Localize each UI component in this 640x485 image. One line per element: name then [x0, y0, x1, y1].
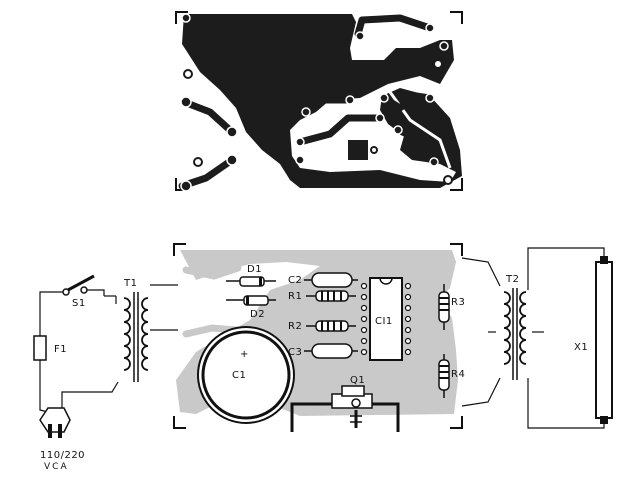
lamp-x1: X1	[574, 256, 613, 424]
label-d1: D1	[247, 264, 262, 275]
transformer-t2: T2	[503, 274, 527, 380]
label-t1: T1	[123, 278, 137, 289]
label-s1: S1	[72, 298, 86, 309]
label-r3: R3	[451, 297, 465, 308]
diode-d2: D2	[226, 295, 276, 320]
fuse-f1: F1	[33, 335, 67, 361]
label-f1: F1	[54, 344, 67, 355]
pcb-component-side: + C1 D1 D2 C2 C3	[150, 243, 465, 432]
resistor-r2: R2	[288, 320, 356, 332]
plug-voltage: 110/220	[40, 450, 85, 461]
transformer-t1: T1	[123, 278, 149, 382]
capacitor-c3: C3	[288, 343, 358, 359]
resistor-r1: R1	[288, 290, 356, 302]
label-c1: C1	[232, 370, 246, 381]
svg-text:+: +	[240, 349, 249, 360]
diode-d1: D1	[226, 264, 276, 287]
capacitor-c2: C2	[288, 272, 358, 288]
label-x1: X1	[574, 342, 588, 353]
copper-pads	[180, 13, 453, 192]
transistor-q1: Q1	[290, 375, 400, 432]
label-q1: Q1	[350, 375, 365, 386]
label-r2: R2	[288, 321, 302, 332]
board-corner-marks	[173, 243, 463, 429]
label-c3: C3	[288, 347, 302, 358]
ic-ci1: CI1	[360, 277, 412, 361]
label-r4: R4	[451, 369, 465, 380]
capacitor-c1: + C1	[197, 326, 295, 424]
switch-s1[interactable]: S1	[62, 274, 95, 309]
label-ci1: CI1	[375, 316, 393, 327]
label-d2: D2	[250, 309, 265, 320]
mains-plug: 110/220 VCA	[39, 407, 85, 472]
label-r1: R1	[288, 291, 302, 302]
label-c2: C2	[288, 275, 302, 286]
copper-corner-marks	[175, 11, 463, 191]
resistor-r4: R4	[438, 354, 465, 398]
output-stage: T2 X1	[461, 247, 613, 429]
label-t2: T2	[505, 274, 519, 285]
pcb-copper-side	[175, 11, 463, 192]
resistor-r3: R3	[438, 284, 465, 330]
plug-unit: VCA	[44, 462, 69, 472]
mains-input: S1 F1 110/220 VCA T1	[33, 274, 149, 472]
square-pad	[348, 140, 368, 160]
